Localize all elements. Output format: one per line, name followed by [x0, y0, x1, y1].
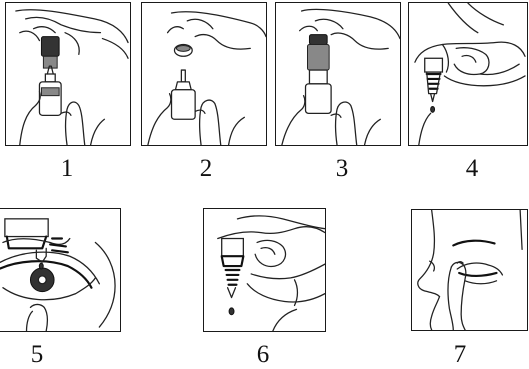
step-3-number: 3 [322, 156, 362, 181]
bottle-inverted-icon [276, 3, 400, 145]
step-6-number: 6 [243, 342, 283, 367]
eye-application-icon [0, 209, 120, 331]
step-1-number: 1 [47, 156, 87, 181]
step-7-number: 7 [440, 342, 480, 367]
step-6-panel [203, 208, 326, 332]
step-1-panel [5, 2, 131, 146]
step-2-panel [141, 2, 267, 146]
bottle-squeeze-icon [204, 209, 325, 331]
step-2-number: 2 [186, 156, 226, 181]
step-4-number: 4 [452, 156, 492, 181]
step-4-panel [408, 2, 528, 146]
step-5-panel [0, 208, 121, 332]
step-3-panel [275, 2, 401, 146]
cap-removed-icon [142, 3, 266, 145]
step-5-number: 5 [17, 342, 57, 367]
bottle-with-cap-icon [6, 3, 130, 145]
step-7-panel [411, 209, 528, 331]
drop-dispensing-icon [409, 3, 527, 145]
tear-duct-press-icon [412, 210, 527, 330]
